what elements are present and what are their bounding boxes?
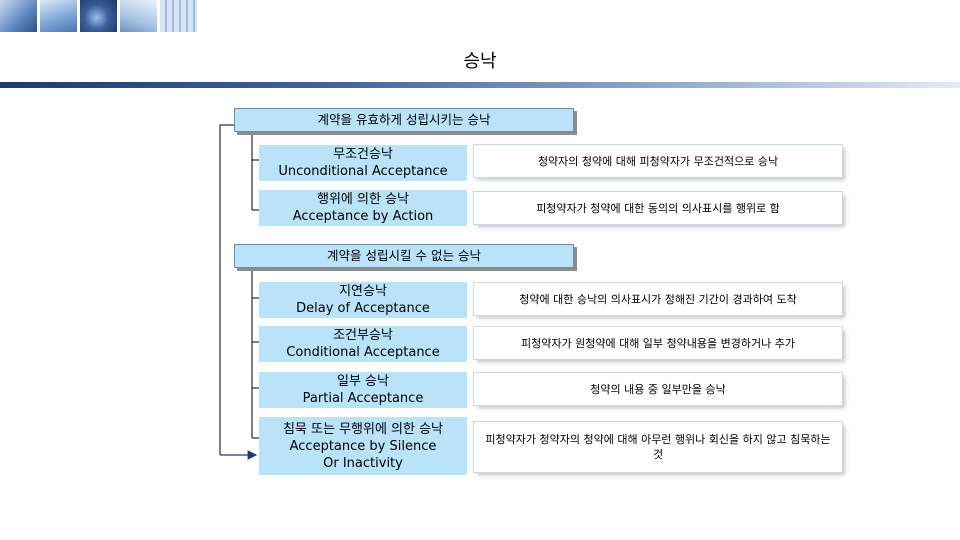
outer-bracket-line (219, 124, 234, 455)
section1-header: 계약을 유효하게 성립시키는 승낙 (234, 108, 574, 132)
desc-partial-acceptance: 청약의 내용 중 일부만을 승낙 (474, 373, 842, 405)
item-delay-of-acceptance: 지연승낙 Delay of Acceptance (259, 282, 467, 318)
item-kr-label: 침묵 또는 무행위에 의한 승낙 (282, 421, 444, 437)
item-en-label: Partial Acceptance (302, 391, 424, 406)
desc-conditional-acceptance: 피청약자가 원청약에 대해 일부 청약내용을 변경하거나 추가 (474, 327, 842, 359)
page-title: 승낙 (463, 51, 497, 72)
item-en-label: Delay of Acceptance (296, 301, 430, 316)
item-conditional-acceptance: 조건부승낙 Conditional Acceptance (259, 326, 467, 362)
desc-unconditional-acceptance: 청약자의 청약에 대해 피청약자가 무조건적으로 승낙 (474, 145, 842, 177)
desc-acceptance-by-action: 피청약자가 청약에 대한 동의의 의사표시를 행위로 함 (474, 192, 842, 224)
globe-thumbnail (80, 0, 117, 32)
car-thumbnail (0, 0, 37, 32)
item-kr-label: 무조건승낙 (333, 147, 393, 162)
thumbnail-strip (0, 0, 197, 32)
cityscape-thumbnail (40, 0, 77, 32)
item-kr-label: 지연승낙 (339, 284, 387, 299)
desc-acceptance-by-silence: 피청약자가 청약자의 청약에 대해 아무런 행위나 회신을 하지 않고 침묵하는… (474, 422, 842, 472)
item-acceptance-by-action: 행위에 의한 승낙 Acceptance by Action (259, 190, 467, 226)
item-kr-label: 행위에 의한 승낙 (317, 192, 409, 207)
title-rule (0, 82, 960, 88)
desc-delay-of-acceptance: 청약에 대한 승낙의 의사표시가 정해진 기간이 경과하여 도착 (474, 283, 842, 315)
keyboard-thumbnail (160, 0, 197, 32)
section2-header: 계약을 성립시킬 수 없는 승낙 (234, 244, 574, 268)
item-partial-acceptance: 일부 승낙 Partial Acceptance (259, 372, 467, 408)
item-kr-label: 일부 승낙 (337, 374, 389, 389)
item-kr-label: 조건부승낙 (333, 328, 393, 343)
item-unconditional-acceptance: 무조건승낙 Unconditional Acceptance (259, 145, 467, 181)
item-en-label: Conditional Acceptance (286, 345, 440, 360)
item-en-label: Acceptance by Action (292, 209, 434, 224)
phone-thumbnail (120, 0, 157, 32)
item-en-label: Unconditional Acceptance (278, 164, 448, 179)
item-en-label-line2: Or Inactivity (323, 455, 403, 471)
item-en-label: Acceptance by Silence (289, 438, 437, 454)
item-acceptance-by-silence: 침묵 또는 무행위에 의한 승낙 Acceptance by Silence O… (259, 417, 467, 475)
